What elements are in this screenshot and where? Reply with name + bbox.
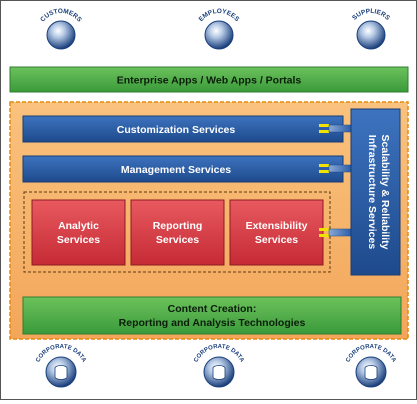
suppliers-entity: SUPPLIERS [351,8,391,50]
globe-icon [356,20,386,50]
infrastructure-services-line1: Infrastructure Services [366,135,378,250]
corporate-data-entity-1: CORPORATE DATA [35,344,87,388]
employees-entity: EMPLOYEES [198,8,241,50]
customers-entity: CUSTOMERS [39,8,83,50]
globe-icon [46,20,76,50]
extensibility-services-line2: Services [255,234,298,246]
content-creation-bar: Content Creation: Reporting and Analysis… [22,296,402,335]
extensibility-services-line1: Extensibility [246,220,308,232]
analytic-services-box: Analytic Services [31,199,126,266]
infrastructure-services-line2: Scalability & Reliability [379,135,391,250]
extensibility-services-box: Extensibility Services [229,199,324,266]
svg-text:SUPPLIERS: SUPPLIERS [351,8,391,22]
enterprise-apps-label: Enterprise Apps / Web Apps / Portals [117,75,302,87]
globe-icon [204,20,234,50]
analytic-services-line1: Analytic [58,220,99,232]
reporting-services-box: Reporting Services [130,199,225,266]
corporate-data-entity-2: CORPORATE DATA [193,344,245,388]
content-creation-line1: Content Creation: [168,303,257,315]
content-creation-line2: Reporting and Analysis Technologies [119,317,306,329]
management-services-bar: Management Services [22,155,344,183]
infrastructure-services-bar: Infrastructure Services Scalability & Re… [350,108,401,276]
enterprise-apps-bar: Enterprise Apps / Web Apps / Portals [9,66,409,93]
reporting-services-line2: Services [156,234,199,246]
customization-services-bar: Customization Services [22,115,344,143]
suppliers-label: SUPPLIERS [351,8,391,22]
analytic-services-line2: Services [57,234,100,246]
management-services-label: Management Services [121,164,231,176]
reporting-services-line1: Reporting [153,220,203,232]
customization-services-label: Customization Services [117,124,236,136]
corporate-data-entity-3: CORPORATE DATA [345,344,397,388]
